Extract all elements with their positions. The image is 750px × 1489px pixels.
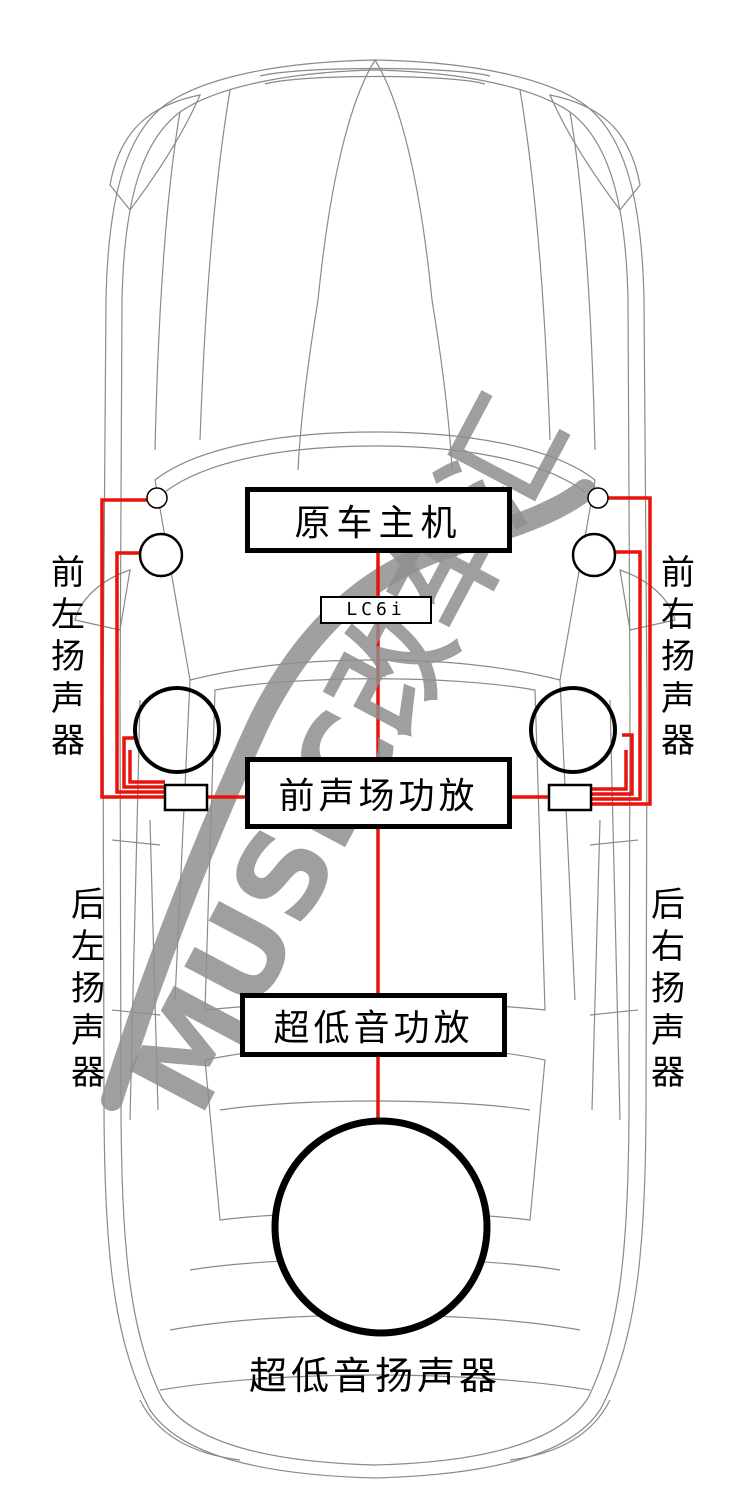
- sub-amp-box: 超低音功放: [240, 993, 507, 1057]
- processor-box: LC6i: [320, 596, 432, 624]
- label-char: 后: [651, 885, 685, 925]
- head-unit-box: 原车主机: [245, 487, 512, 553]
- front-right-midrange: [571, 532, 617, 578]
- label-char: 扬: [651, 969, 685, 1009]
- front-left-woofer: [133, 686, 221, 774]
- front-left-midrange: [138, 532, 184, 578]
- label-char: 器: [661, 721, 695, 761]
- label-char: 前: [661, 553, 695, 593]
- label-char: 声: [651, 1011, 685, 1051]
- front-right-crossover: [547, 783, 593, 812]
- label-char: 前: [51, 553, 85, 593]
- label-char: 器: [51, 721, 85, 761]
- front-amp-box: 前声场功放: [245, 757, 512, 829]
- front-right-label: 前右扬声器: [656, 552, 700, 762]
- label-char: 扬: [661, 637, 695, 677]
- label-char: 右: [651, 927, 685, 967]
- label-char: 后: [71, 885, 105, 925]
- label-char: 扬: [51, 637, 85, 677]
- label-char: 扬: [71, 969, 105, 1009]
- front-left-crossover: [163, 783, 209, 812]
- label-char: 器: [71, 1053, 105, 1093]
- label-char: 左: [51, 595, 85, 635]
- front-left-tweeter: [146, 487, 168, 509]
- label-char: 右: [661, 595, 695, 635]
- front-left-label: 前左扬声器: [46, 552, 90, 762]
- wiring: [100, 496, 652, 1118]
- front-right-tweeter: [587, 487, 609, 509]
- label-char: 声: [661, 679, 695, 719]
- subwoofer-label: 超低音扬声器: [248, 1354, 501, 1398]
- front-right-woofer: [529, 686, 617, 774]
- label-char: 左: [71, 927, 105, 967]
- label-char: 声: [51, 679, 85, 719]
- subwoofer-speaker: [271, 1117, 491, 1337]
- label-char: 器: [651, 1053, 685, 1093]
- rear-left-label: 后左扬声器: [66, 884, 110, 1094]
- rear-right-label: 后右扬声器: [646, 884, 690, 1094]
- label-char: 声: [71, 1011, 105, 1051]
